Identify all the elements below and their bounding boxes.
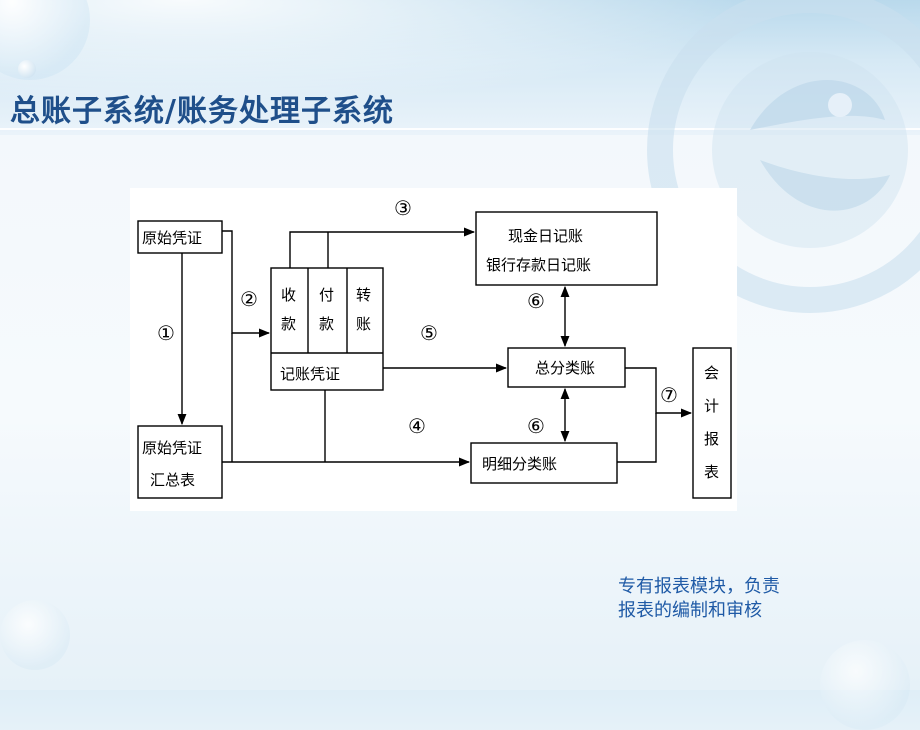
step-label-5: ⑤ [420, 321, 438, 345]
box-reports [692, 347, 732, 499]
label-accounting-voucher: 记账凭证 [280, 365, 340, 383]
box-original-voucher [137, 220, 223, 254]
decorative-bubble [0, 600, 70, 670]
label-original-voucher: 原始凭证 [142, 229, 202, 247]
label-bank-journal: 银行存款日记账 [486, 256, 591, 274]
decorative-bubble [820, 640, 910, 730]
label-payment-2: 款 [319, 315, 334, 333]
page-title: 总账子系统/账务处理子系统 [10, 94, 394, 129]
step-label-6a: ⑥ [527, 289, 545, 313]
box-subsidiary-ledger [470, 442, 618, 484]
flow-diagram-canvas: 原始凭证 原始凭证 汇总表 收 款 付 款 转 账 记账凭证 现金日记账 银行存… [137, 196, 732, 499]
step-label-7: ⑦ [660, 383, 678, 407]
arrow-step-3 [289, 227, 476, 268]
note-line-2: 报表的编制和审核 [618, 600, 762, 621]
step-label-3: ③ [394, 196, 412, 220]
decorative-bubble [18, 60, 36, 78]
label-receipt-1: 收 [281, 286, 296, 304]
box-accounting-voucher [270, 267, 384, 391]
label-general-ledger: 总分类账 [535, 359, 595, 377]
step-label-1: ① [157, 321, 175, 345]
accounting-flow-diagram: 原始凭证 原始凭证 汇总表 收 款 付 款 转 账 记账凭证 现金日记账 银行存… [130, 188, 737, 511]
step-label-2: ② [240, 287, 258, 311]
label-payment-1: 付 [319, 286, 334, 304]
label-subsidiary-ledger: 明细分类账 [482, 455, 557, 473]
label-transfer-1: 转 [356, 286, 371, 304]
watermark-logo [647, 0, 920, 313]
arrow-step-7 [625, 367, 693, 418]
note-line-1: 专有报表模块，负责 [618, 576, 780, 597]
step-label-4: ④ [408, 414, 426, 438]
label-reports-1: 会 [704, 364, 719, 382]
box-journals [475, 211, 658, 286]
label-cash-journal: 现金日记账 [508, 227, 583, 245]
label-reports-2: 计 [704, 397, 719, 415]
label-reports-3: 报 [704, 430, 719, 448]
arrow-step-2 [222, 230, 271, 338]
label-voucher-summary-line1: 原始凭证 [142, 439, 202, 457]
label-receipt-2: 款 [281, 315, 296, 333]
note-callout: 专有报表模块，负责 报表的编制和审核 [618, 575, 858, 623]
label-voucher-summary-line2: 汇总表 [150, 471, 195, 489]
header-divider [0, 128, 920, 130]
label-transfer-2: 账 [356, 315, 371, 333]
label-reports-4: 表 [704, 463, 719, 481]
step-label-6b: ⑥ [527, 414, 545, 438]
